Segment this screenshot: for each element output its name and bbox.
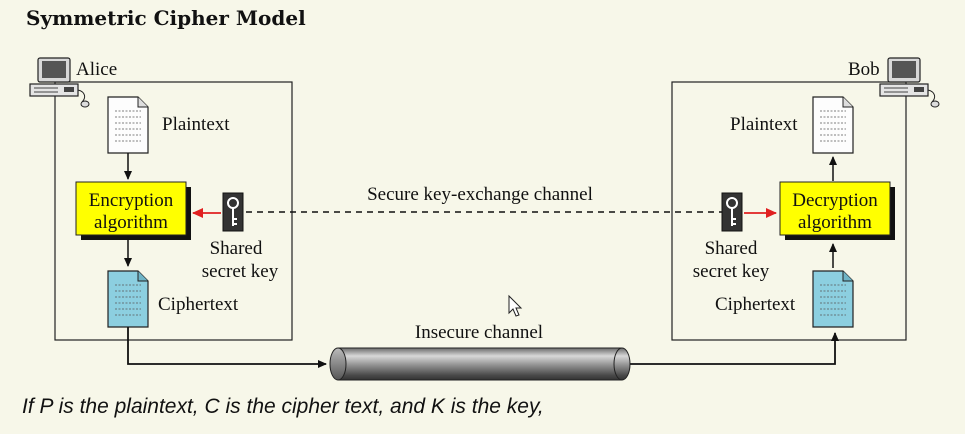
alice-panel	[54, 81, 293, 341]
secure-channel-label: Secure key-exchange channel	[367, 184, 593, 205]
bob-name: Bob	[848, 59, 880, 80]
insecure-channel-pipe	[329, 347, 631, 381]
decryption-algorithm-line1: Decryption	[792, 190, 878, 211]
alice-plaintext-document-icon	[107, 96, 149, 154]
bob-key-label-line2: secret key	[693, 261, 770, 282]
bob-key-icon	[721, 192, 743, 232]
alice-name: Alice	[76, 59, 117, 80]
alice-ciphertext-document-icon	[107, 270, 149, 328]
alice-key-icon	[222, 192, 244, 232]
bob-plaintext-label: Plaintext	[730, 114, 798, 135]
alice-computer-icon	[29, 57, 90, 108]
decryption-algorithm-line2: algorithm	[798, 212, 872, 233]
alice-to-channel-line	[127, 327, 327, 368]
encryption-algorithm-box	[75, 181, 191, 240]
bob-ciphertext-label: Ciphertext	[715, 294, 796, 315]
bob-computer-icon	[879, 57, 940, 108]
bob-key-label-line1: Shared	[705, 238, 758, 259]
alice-key-label-line1: Shared	[210, 238, 263, 259]
encryption-algorithm-line2: algorithm	[94, 212, 168, 233]
bob-plaintext-document-icon	[812, 96, 854, 154]
bob-panel	[671, 81, 907, 341]
bob-ciphertext-document-icon	[812, 270, 854, 328]
footer-text: If P is the plaintext, C is the cipher t…	[22, 395, 544, 418]
insecure-channel-label: Insecure channel	[415, 322, 543, 343]
encryption-algorithm-line1: Encryption	[89, 190, 174, 211]
channel-to-bob-line	[628, 332, 839, 365]
alice-key-label-line2: secret key	[202, 261, 279, 282]
decryption-algorithm-box	[779, 181, 895, 240]
alice-plaintext-label: Plaintext	[162, 114, 230, 135]
mouse-pointer-icon	[508, 294, 523, 317]
alice-ciphertext-label: Ciphertext	[158, 294, 239, 315]
slide-title: Symmetric Cipher Model	[26, 6, 306, 30]
